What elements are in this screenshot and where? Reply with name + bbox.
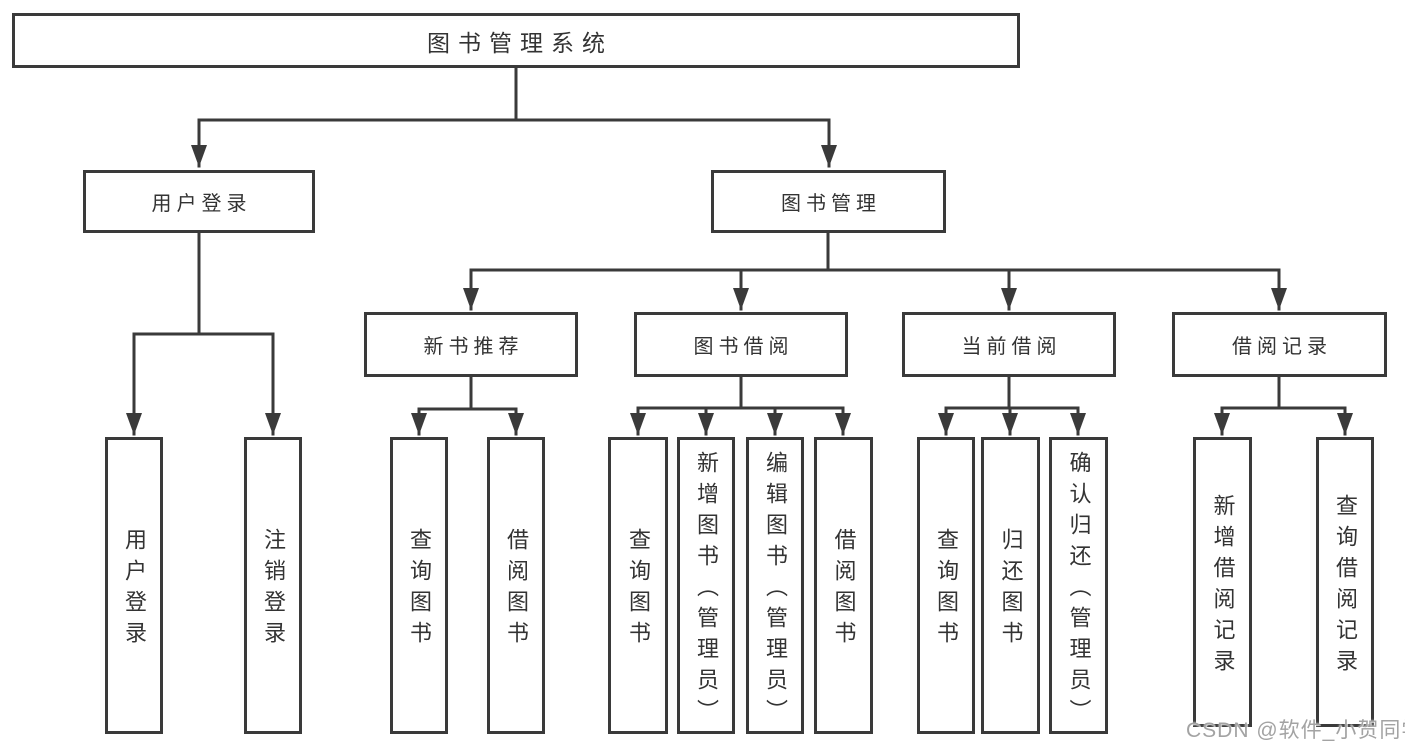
leaf-logout: 注销登录 — [244, 437, 302, 734]
node-user-login: 用户登录 — [83, 170, 315, 233]
node-new-book-recommend: 新书推荐 — [364, 312, 578, 377]
node-label: 图书管理 — [781, 193, 881, 215]
node-label: 确认归还（管理员） — [1066, 450, 1092, 730]
node-label: 新书推荐 — [423, 336, 524, 358]
node-borrow-records: 借阅记录 — [1172, 312, 1387, 377]
node-label: 查询图书 — [407, 528, 432, 652]
leaf-search-books-2: 查询图书 — [608, 437, 668, 734]
node-label: 当前借阅 — [961, 336, 1062, 358]
node-label: 编辑图书（管理员） — [763, 450, 788, 730]
leaf-user-login: 用户登录 — [105, 437, 163, 734]
leaf-search-books-3: 查询图书 — [917, 437, 975, 734]
leaf-add-book-admin: 新增图书（管理员） — [677, 437, 735, 734]
node-label: 归还图书 — [998, 528, 1024, 652]
leaf-borrow-books-2: 借阅图书 — [814, 437, 873, 734]
node-book-borrowing: 图书借阅 — [634, 312, 848, 377]
node-label: 新增借阅记录 — [1210, 493, 1236, 680]
node-current-borrowing: 当前借阅 — [902, 312, 1116, 377]
node-label: 查询借阅记录 — [1333, 493, 1358, 680]
node-label: 注销登录 — [261, 528, 286, 652]
leaf-edit-book-admin: 编辑图书（管理员） — [746, 437, 804, 734]
leaf-return-books: 归还图书 — [981, 437, 1040, 734]
node-book-management: 图书管理 — [711, 170, 946, 233]
node-label: 借阅图书 — [504, 528, 529, 652]
node-label: 图书借阅 — [693, 336, 794, 358]
leaf-search-books-1: 查询图书 — [390, 437, 448, 734]
node-library-system: 图书管理系统 — [12, 13, 1020, 68]
node-label: 新增图书（管理员） — [694, 450, 719, 730]
node-label: 借阅记录 — [1232, 336, 1332, 358]
watermark: CSDN @软件_小贺同学 — [1186, 719, 1405, 742]
node-label: 查询图书 — [626, 528, 651, 652]
leaf-add-borrow-record: 新增借阅记录 — [1193, 437, 1252, 727]
node-label: 借阅图书 — [831, 528, 857, 652]
leaf-borrow-books-1: 借阅图书 — [487, 437, 545, 734]
leaf-search-borrow-record: 查询借阅记录 — [1316, 437, 1374, 727]
node-label: 图书管理系统 — [427, 29, 613, 56]
node-label: 查询图书 — [934, 528, 959, 652]
node-label: 用户登录 — [151, 193, 252, 215]
node-label: 用户登录 — [122, 528, 147, 652]
leaf-confirm-return-admin: 确认归还（管理员） — [1049, 437, 1108, 734]
